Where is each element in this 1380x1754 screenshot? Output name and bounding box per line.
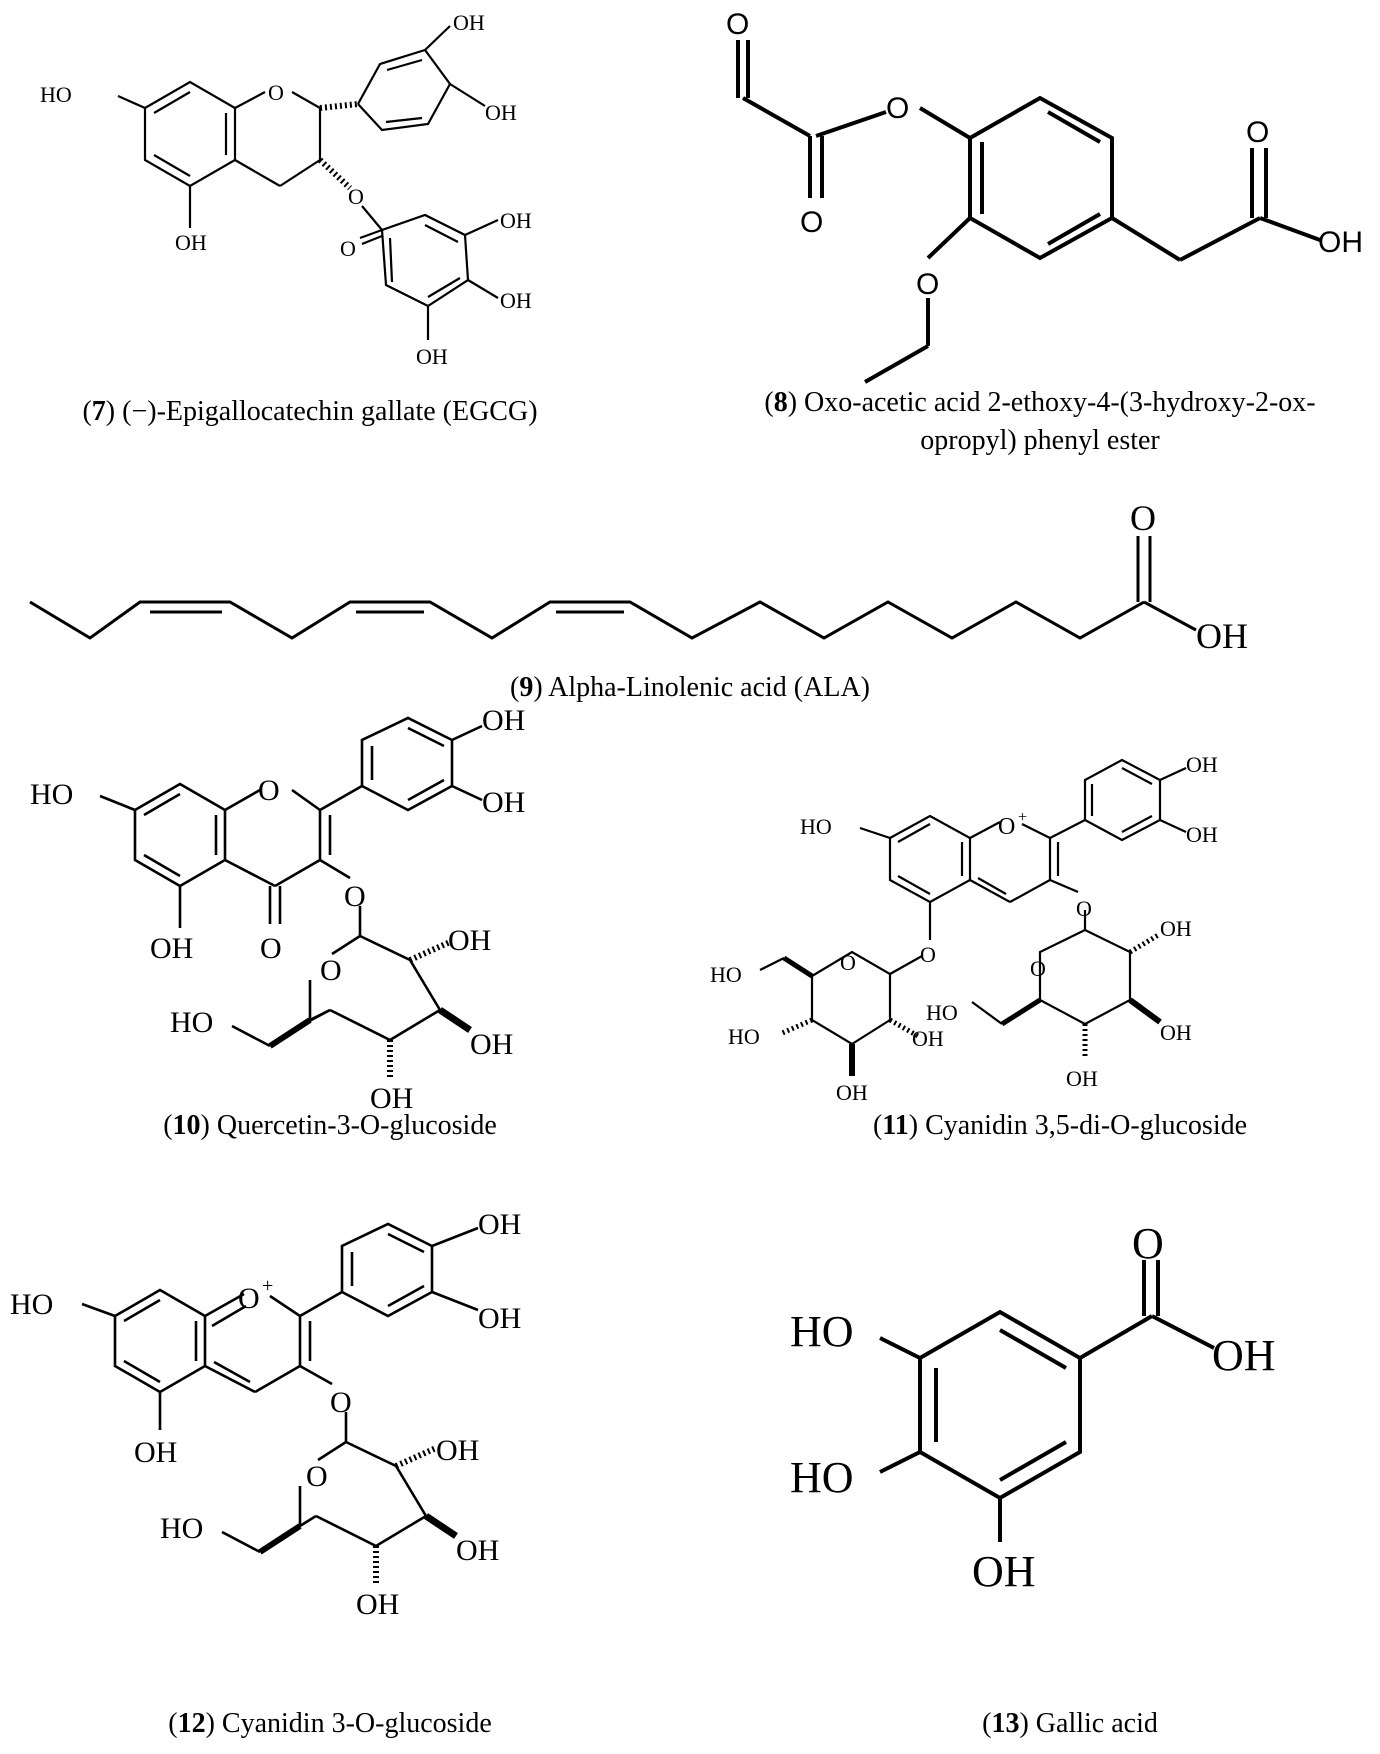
cyanidin-di-sugar-ho-label: HO [926,1000,958,1025]
egcg-carbonyl-o-label: O [340,236,356,261]
quercetin-glycosidic-o-label: O [344,880,366,913]
cyanidin-di-oh-label: OH [1186,752,1218,777]
cyanidin-di-sugar-ho-label: HO [710,962,742,987]
cyanidin-oh-label: OH [134,1436,177,1469]
egcg-oh-label: OH [453,10,485,35]
cyanidin-ring-o-label: O [238,1282,260,1315]
cyanidin-di-sugar-ho-label: HO [728,1024,760,1049]
cyanidin-di-sugar-oh-label: OH [836,1080,868,1105]
cyanidin-charge-label: + [262,1275,273,1297]
cyanidin-ho-label: HO [10,1288,53,1321]
caption-12: (12) Cyanidin 3-O-glucoside [168,1708,492,1739]
ala-structure: O OH [29,498,1248,656]
cyanidin-glycosidic-o-label: O [330,1386,352,1419]
quercetin-glucoside-structure: HO O OH O OH OH O O OH HO OH OH [30,704,525,1115]
quercetin-ho-label: HO [30,778,73,811]
oxo-carbonyl-o-label: O [800,206,823,239]
quercetin-oh-label: OH [482,704,525,737]
caption-13: (13) Gallic acid [982,1708,1158,1739]
cyanidin-sugar-oh-label: OH [436,1434,479,1467]
gallic-acid-oh-label: OH [1212,1331,1276,1380]
cyanidin-di-charge-label: + [1018,809,1027,826]
cyanidin-di-ring-o-label: O [998,814,1015,840]
quercetin-ring-o-label: O [258,774,280,807]
egcg-oh-label: OH [500,208,532,233]
oxo-acid-oh-label: OH [1318,226,1363,259]
egcg-oh-label: OH [416,344,448,369]
quercetin-oh-label: OH [482,786,525,819]
quercetin-sugar-ho-label: HO [170,1006,213,1039]
oxo-acid-o-label: O [1246,116,1269,149]
quercetin-sugar-oh-label: OH [448,924,491,957]
quercetin-sugar-o-label: O [320,954,342,987]
gallic-oh-label: OH [972,1547,1036,1596]
cyanidin-di-sugar-oh-label: OH [1066,1066,1098,1091]
cyanidin-di-sugar-oh-label: OH [1160,1020,1192,1045]
ala-oh-label: OH [1196,616,1248,656]
oxo-ether-o-label: O [916,268,939,301]
quercetin-sugar-oh-label: OH [370,1082,413,1115]
cyanidin-glucoside-structure: HO O + OH OH OH O O OH HO OH OH [10,1208,521,1621]
gallic-ho-label: HO [790,1453,854,1502]
cyanidin-oh-label: OH [478,1208,521,1241]
cyanidin-di-sugar-o-label: O [1030,956,1046,981]
cyanidin-di-sugar-o-label: O [840,950,856,975]
cyanidin-sugar-oh-label: OH [356,1588,399,1621]
egcg-structure: HO O OH OH OH O O OH OH OH [40,10,532,369]
cyanidin-sugar-ho-label: HO [160,1512,203,1545]
cyanidin-oh-label: OH [478,1302,521,1335]
cyanidin-di-glycosidic-o-label: O [920,942,936,967]
egcg-ester-o-label: O [348,184,364,209]
ala-carbonyl-o-label: O [1130,498,1156,538]
cyanidin-di-sugar-oh-label: OH [912,1026,944,1051]
cyanidin-sugar-oh-label: OH [456,1534,499,1567]
quercetin-carbonyl-o-label: O [260,932,282,965]
cyanidin-di-glycosidic-o-label: O [1076,896,1092,921]
cyanidin-di-sugar-oh-label: OH [1160,916,1192,941]
caption-8: (8) Oxo-acetic acid 2-ethoxy-4-(3-hydrox… [764,387,1316,456]
cyanidin-sugar-o-label: O [306,1460,328,1493]
gallic-ho-label: HO [790,1307,854,1356]
oxo-acetic-ester-structure: O O O O OH O [726,8,1363,384]
egcg-oh-label: OH [175,230,207,255]
egcg-ring-o-label: O [268,80,284,105]
caption-9: (9) Alpha-Linolenic acid (ALA) [510,672,870,703]
caption-11: (11) Cyanidin 3,5-di-O-glucoside [872,1110,1248,1141]
egcg-oh-label: OH [500,288,532,313]
egcg-oh-label: OH [485,100,517,125]
oxo-ester-o-label: O [886,92,909,125]
gallic-acid-structure: O OH HO HO OH [790,1219,1276,1596]
cyanidin-diglucoside-structure: HO O + OH OH O O O HO HO OH OH O OH HO O… [710,752,1218,1105]
oxo-aldehyde-o-label: O [726,8,749,41]
cyanidin-di-oh-label: OH [1186,822,1218,847]
egcg-ho-label: HO [40,82,72,107]
caption-10: (10) Quercetin-3-O-glucoside [163,1110,497,1141]
cyanidin-di-ho-label: HO [800,814,832,839]
quercetin-oh-label: OH [150,932,193,965]
caption-7: (7) (−)-Epigallocatechin gallate (EGCG) [82,396,538,427]
gallic-carbonyl-o-label: O [1132,1219,1164,1268]
quercetin-sugar-oh-label: OH [470,1028,513,1061]
